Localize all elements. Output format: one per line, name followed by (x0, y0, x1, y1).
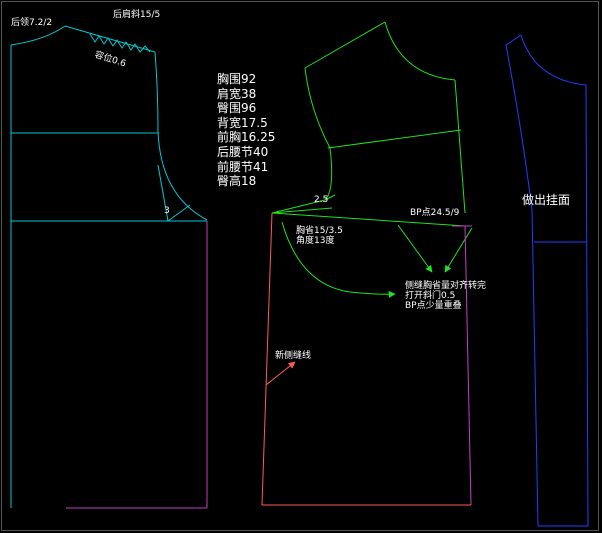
measurement-item: 臀围96 (217, 101, 257, 116)
back-piece (10, 25, 208, 508)
measurement-item: 臀高18 (217, 174, 257, 189)
back-neck-label: 后领7.2/2 (11, 18, 53, 28)
back-neckline (10, 25, 66, 46)
measurements-list: 胸围92 肩宽38 臀围96 背宽17.5 前胸16.25 后腰节40 前腰节4… (217, 72, 275, 189)
side-dart-note-2: 打开斜门0.5 (405, 291, 456, 301)
back-ease-zigzag (89, 33, 151, 53)
dart-mark-2-5 (324, 194, 336, 201)
new-side-seam-label: 新侧缝线 (275, 351, 312, 361)
measurement-item: 后腰节40 (217, 144, 269, 159)
back-shoulder-line (64, 25, 156, 53)
dart-transfer-arrow (281, 221, 396, 298)
measurement-item: 前腰节41 (217, 159, 269, 174)
angle-label: 角度13度 (296, 236, 335, 246)
dart-leg-2 (271, 207, 333, 214)
hanging-front-edge (585, 84, 589, 527)
front-armhole (304, 67, 333, 201)
bp-guide-2 (444, 227, 473, 273)
make-hanging-label: 做出挂面 (522, 193, 571, 207)
hanging-inner-edge (505, 44, 539, 527)
front-shoulder-line (304, 21, 386, 69)
measurement-item: 胸围92 (217, 72, 257, 86)
back-armhole (154, 51, 208, 221)
hanging-neckline (520, 34, 587, 86)
hanging-piece (505, 34, 589, 527)
front-lower-piece (261, 212, 471, 506)
back-bust-guide (157, 164, 169, 222)
front-center-lower (464, 225, 472, 506)
side-dart-note-1: 侧缝胸省量对齐转完 (405, 281, 487, 291)
front-upper-piece (271, 21, 473, 298)
front-side-seam (261, 212, 273, 506)
new-side-seam-arrow (265, 361, 296, 386)
hanging-outer-top (505, 34, 522, 46)
armhole-mark-3 (167, 204, 191, 222)
dart-leg-1 (271, 199, 326, 214)
front-center-line (454, 79, 466, 214)
bp-point-label: BP点24.5/9 (410, 208, 460, 218)
measurement-item: 肩宽38 (217, 86, 257, 101)
armhole-3-label: 3 (164, 206, 170, 216)
front-neckline (384, 21, 456, 81)
side-dart-note-3: BP点少量重叠 (405, 301, 462, 311)
front-waist-line (271, 212, 466, 227)
back-shoulder-slope-label: 后肩斜15/5 (113, 10, 161, 20)
bust-dart-label: 胸省15/3.5 (296, 226, 343, 236)
measurement-item: 背宽17.5 (217, 115, 268, 130)
front-chest-line (327, 129, 462, 149)
bp-guide-1 (397, 224, 433, 273)
measurement-item: 前胸16.25 (217, 130, 276, 145)
dart-2-5-label: 2.5 (314, 195, 329, 205)
